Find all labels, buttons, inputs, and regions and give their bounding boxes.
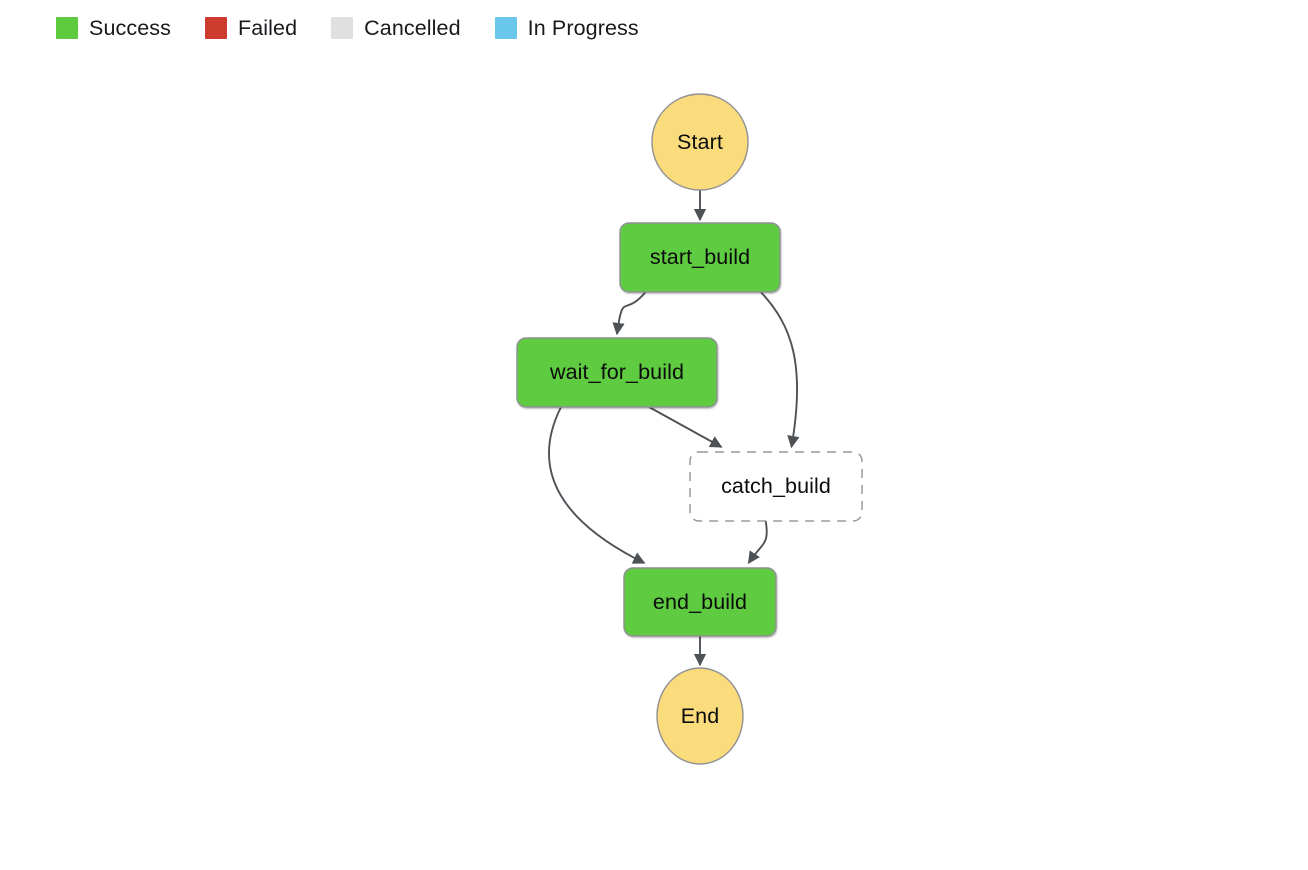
node-start_build[interactable]: [619, 222, 781, 293]
node-catch_build[interactable]: [689, 451, 863, 522]
legend-label-in-progress: In Progress: [527, 16, 639, 40]
node-start[interactable]: [651, 93, 749, 191]
legend-label-failed: Failed: [237, 16, 298, 40]
legend-swatch-in-progress-icon: [494, 17, 517, 39]
legend-swatch-failed-icon: [204, 17, 227, 39]
node-wait_for_build[interactable]: [516, 337, 718, 408]
legend-item-success: Success: [56, 12, 171, 44]
node-layer: [516, 93, 863, 765]
edge-start_build-to-wait_for_build: [612, 291, 647, 336]
legend-label-cancelled: Cancelled: [364, 16, 461, 40]
edge-wait_for_build-to-end_build: [548, 406, 646, 564]
legend-item-failed: Failed: [204, 12, 298, 44]
edge-catch_build-to-end_build: [747, 520, 768, 565]
status-legend: Success Failed Cancelled In Progress: [56, 12, 639, 44]
edge-layer: [548, 190, 800, 667]
legend-label-success: Success: [89, 16, 171, 40]
node-end[interactable]: [656, 667, 744, 765]
legend-swatch-cancelled-icon: [331, 17, 354, 39]
edge-wait_for_build-to-catch_build: [648, 406, 723, 448]
edge-start_build-to-catch_build: [760, 291, 800, 449]
legend-item-in-progress: In Progress: [494, 12, 639, 44]
node-end_build[interactable]: [623, 567, 777, 637]
legend-item-cancelled: Cancelled: [331, 12, 461, 44]
legend-swatch-success-icon: [56, 17, 78, 39]
